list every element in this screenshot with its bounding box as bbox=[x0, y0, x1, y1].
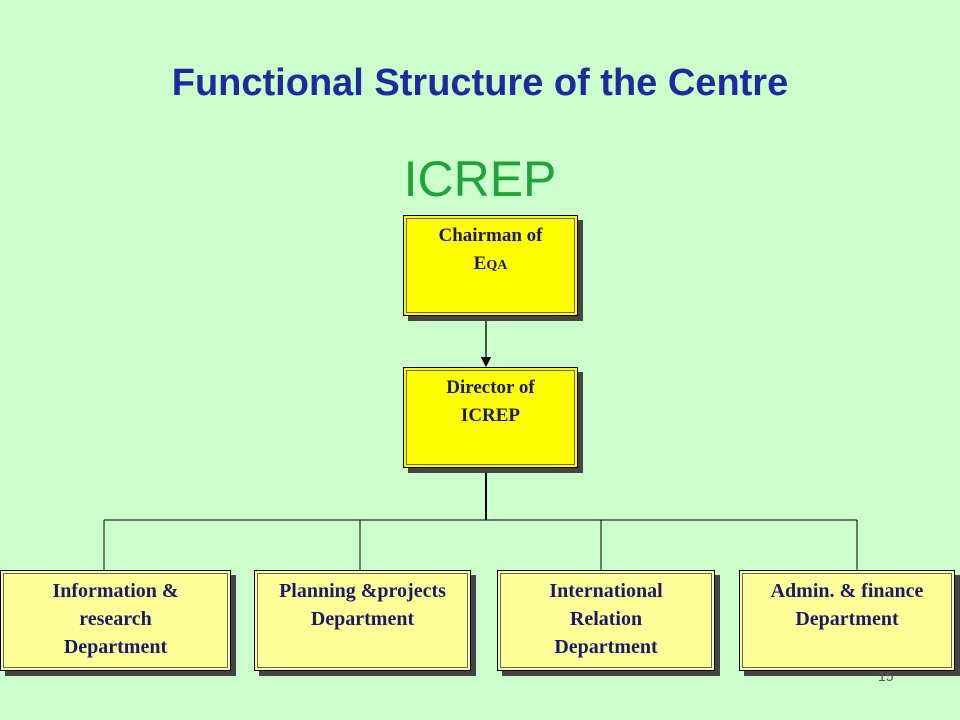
department-line: Department bbox=[554, 636, 658, 658]
department-box-information: Information & research Department bbox=[0, 570, 231, 671]
director-line2: ICREP bbox=[460, 405, 521, 426]
department-box-planning: Planning &projects Department bbox=[254, 570, 471, 671]
department-line: Department bbox=[63, 636, 168, 658]
department-line: Information & bbox=[52, 580, 179, 602]
chairman-line2-initial: E bbox=[473, 253, 487, 274]
department-line: Department bbox=[795, 608, 899, 630]
chairman-line1: Chairman of bbox=[438, 225, 543, 246]
department-line: Relation bbox=[569, 608, 643, 630]
department-line: research bbox=[79, 608, 152, 630]
page-number: 15 bbox=[878, 668, 894, 684]
department-box-international: International Relation Department bbox=[497, 570, 715, 671]
department-line: International bbox=[549, 580, 663, 602]
chairman-line2-rest: QA bbox=[486, 258, 508, 273]
subtitle: ICREP bbox=[403, 151, 557, 207]
director-box: Director of ICREP bbox=[403, 367, 578, 468]
department-line: Planning &projects bbox=[279, 580, 446, 602]
slide-title: Functional Structure of the Centre bbox=[171, 62, 789, 104]
department-line: Admin. & finance bbox=[770, 580, 924, 602]
director-line1: Director of bbox=[446, 377, 535, 398]
chairman-box: Chairman of EQA bbox=[403, 215, 578, 316]
department-line: Department bbox=[310, 608, 415, 630]
department-box-admin: Admin. & finance Department bbox=[739, 570, 955, 671]
